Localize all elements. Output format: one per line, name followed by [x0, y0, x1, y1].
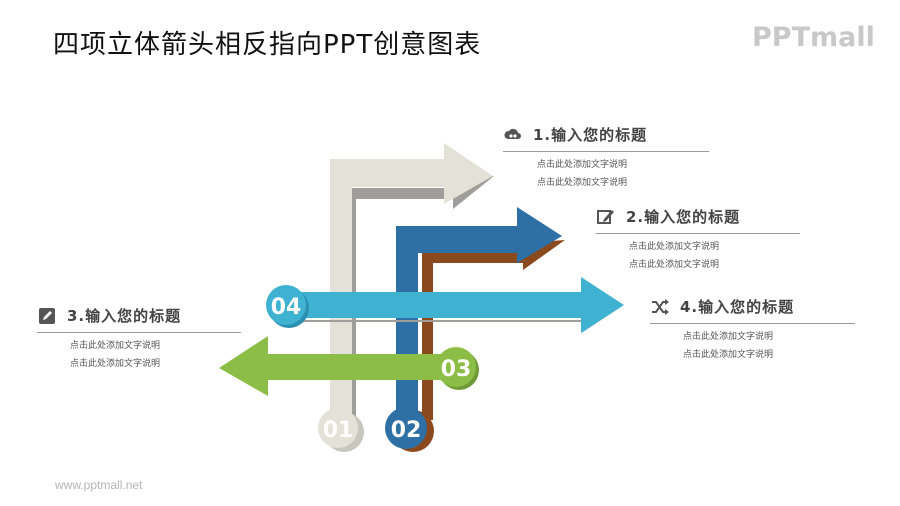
- item-2-heading: 2.输入您的标题: [626, 208, 741, 226]
- item-4-divider: [650, 323, 855, 324]
- brand-logo: PPTmall: [752, 22, 875, 53]
- item-2-line-1: 点击此处添加文字说明: [629, 242, 720, 252]
- item-1-heading: 1.输入您的标题: [533, 126, 648, 144]
- item-1: 1.输入您的标题 点击此处添加文字说明 点击此处添加文字说明: [503, 124, 709, 192]
- item-4-line-1: 点击此处添加文字说明: [683, 332, 774, 342]
- page-title: 四项立体箭头相反指向PPT创意图表: [53, 30, 482, 60]
- item-4-heading: 4.输入您的标题: [680, 298, 795, 316]
- edit-icon: [596, 207, 616, 227]
- badge-03-circle: [436, 347, 476, 387]
- item-3-divider: [37, 332, 241, 333]
- badge-01-circle: [318, 408, 358, 448]
- arrow-02: [396, 207, 562, 425]
- badge-02-circle: [385, 407, 427, 449]
- arrow-03: [219, 336, 458, 396]
- badge-03-label: 03: [441, 357, 472, 382]
- item-3-line-2: 点击此处添加文字说明: [70, 359, 161, 369]
- item-2-line-2: 点击此处添加文字说明: [629, 260, 720, 270]
- badge-04-circle: [266, 285, 306, 325]
- arrow-01: [330, 143, 493, 425]
- footer-url: www.pptmall.net: [55, 478, 143, 492]
- item-1-line-1: 点击此处添加文字说明: [537, 160, 628, 170]
- badge-02-label: 02: [391, 418, 422, 443]
- item-3-heading: 3.输入您的标题: [67, 307, 182, 325]
- item-4-line-2: 点击此处添加文字说明: [683, 350, 774, 360]
- badge-01-label: 01: [323, 418, 354, 443]
- item-1-divider: [503, 151, 709, 152]
- item-3: 3.输入您的标题 点击此处添加文字说明 点击此处添加文字说明: [37, 305, 241, 373]
- item-2-divider: [596, 233, 800, 234]
- arrow-04: [290, 277, 624, 333]
- cloud-icon: [503, 125, 523, 145]
- badge-04-label: 04: [271, 295, 302, 320]
- item-4: 4.输入您的标题 点击此处添加文字说明 点击此处添加文字说明: [650, 296, 855, 364]
- item-2: 2.输入您的标题 点击此处添加文字说明 点击此处添加文字说明: [596, 206, 800, 274]
- arrow-02-shadow: [422, 240, 565, 420]
- item-1-line-2: 点击此处添加文字说明: [537, 178, 628, 188]
- pencil-icon: [37, 306, 57, 326]
- item-3-line-1: 点击此处添加文字说明: [70, 341, 161, 351]
- shuffle-icon: [650, 297, 670, 317]
